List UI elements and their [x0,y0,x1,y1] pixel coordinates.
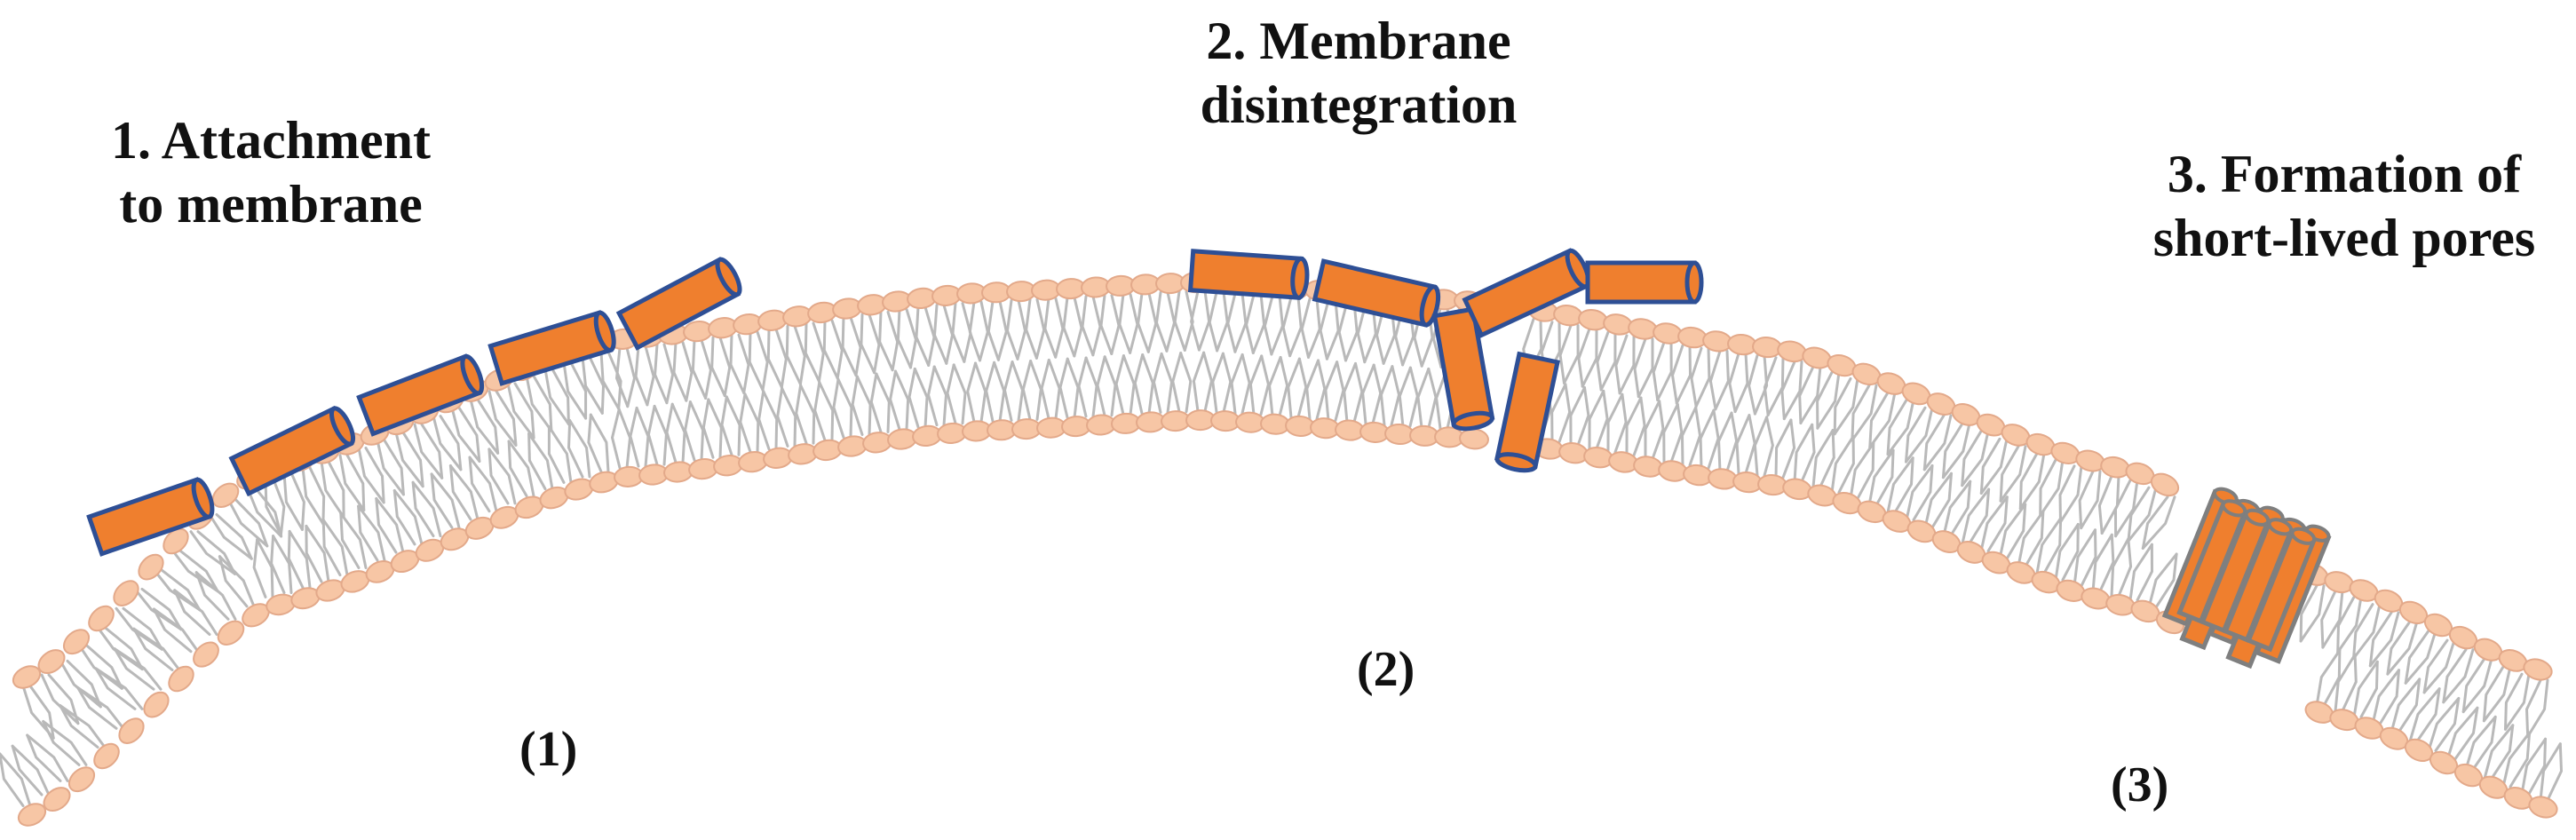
stage-2-title-line2: disintegration [1200,75,1518,134]
stage-1-title-line2: to membrane [119,175,423,234]
stage-3-title-line1: 3. Formation of [2167,145,2522,203]
stage-3-number: (3) [2111,757,2169,812]
peptides [86,248,1704,557]
stage-1-number: (1) [519,722,578,777]
stage-3-title: 3. Formation of short-lived pores [2153,142,2536,270]
stage-3-title-line2: short-lived pores [2152,209,2536,267]
stage-1-title-line1: 1. Attachment [111,111,431,170]
stage-1-title: 1. Attachment to membrane [111,108,431,236]
pore-bundle-icon [2161,487,2332,670]
lipid-heads [12,272,2558,827]
stage-2-title-line1: 2. Membrane [1206,12,1511,70]
lipid-tails [0,289,2564,807]
stage-2-number: (2) [1357,642,1415,697]
stage-2-title: 2. Membrane disintegration [1201,9,1518,137]
